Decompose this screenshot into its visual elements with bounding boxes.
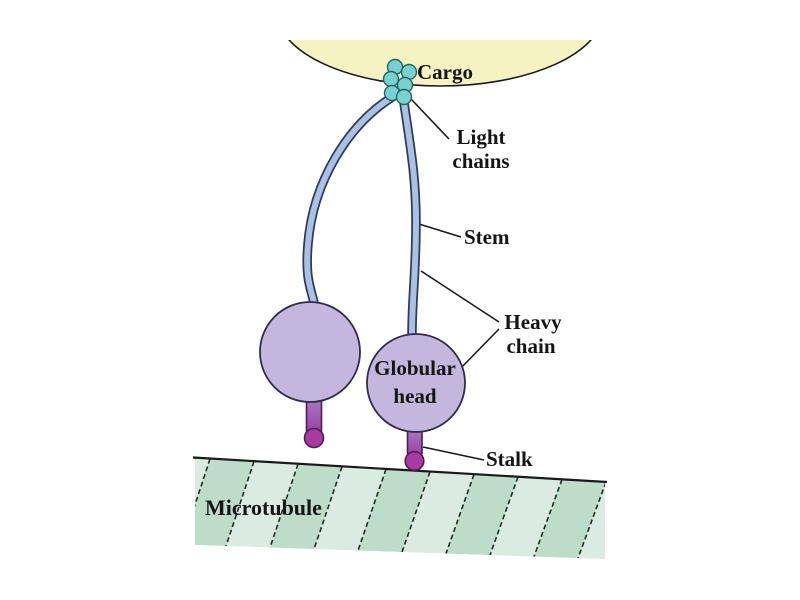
- microtubule-stripe: [446, 474, 518, 556]
- microtubule-stripe: [490, 476, 562, 557]
- label-light-chains-line1: Light: [456, 125, 505, 149]
- leader-line-stalk: [422, 446, 485, 461]
- light-chains-cluster: [382, 58, 418, 106]
- stem-left-outline: [302, 91, 399, 308]
- light-chain-bead: [382, 70, 400, 88]
- microtubule-protofilament-line: [489, 476, 519, 556]
- microtubule-protofilament-line: [225, 461, 255, 547]
- microtubule-stripe: [270, 464, 342, 550]
- label-stem: Stem: [464, 225, 510, 249]
- label-heavy-chain-line2: chain: [506, 334, 555, 358]
- stalk-right-tip: [404, 450, 425, 472]
- light-chain-bead: [395, 88, 413, 106]
- label-stalk: Stalk: [486, 447, 533, 471]
- microtubule-stripe: [578, 482, 605, 559]
- microtubule-band: [192, 456, 608, 559]
- microtubule-stripe: [195, 458, 254, 547]
- label-globular-head-line2: head: [393, 384, 437, 408]
- label-cargo: Cargo: [417, 60, 473, 84]
- stem-left: [304, 93, 397, 306]
- label-microtubule: Microtubule: [205, 495, 322, 520]
- stalk-left-tip: [303, 427, 325, 449]
- microtubule-stripe: [226, 461, 298, 548]
- leader-line-heavy-chain-upper: [420, 270, 500, 323]
- microtubule-protofilament-line: [313, 466, 343, 550]
- microtubule-stripe: [314, 466, 386, 551]
- microtubule-protofilament-line: [357, 468, 387, 551]
- stem-right: [400, 93, 420, 336]
- microtubule-protofilament-line: [401, 471, 431, 553]
- microtubule-stripe: [402, 471, 474, 554]
- leader-line-heavy-chain-lower: [457, 328, 500, 372]
- globular-head-left: [259, 301, 361, 403]
- microtubule-stripe: [358, 469, 430, 553]
- microtubule-stripe: [534, 479, 605, 559]
- leader-line-stem: [418, 223, 462, 238]
- microtubule-top-edge: [192, 456, 608, 484]
- label-globular-head-line1: Globular: [374, 356, 456, 380]
- globular-head-right: [366, 333, 466, 433]
- cargo-vesicle: [288, 40, 592, 87]
- microtubule-protofilament-line: [269, 463, 299, 548]
- microtubule-protofilament-line: [533, 479, 563, 557]
- label-heavy-chain-line1: Heavy: [504, 310, 562, 334]
- label-light-chains-line2: chains: [452, 149, 509, 173]
- leader-line-light-chains: [410, 98, 450, 140]
- microtubule-protofilament-line: [577, 481, 605, 559]
- microtubule-protofilament-line: [445, 474, 475, 554]
